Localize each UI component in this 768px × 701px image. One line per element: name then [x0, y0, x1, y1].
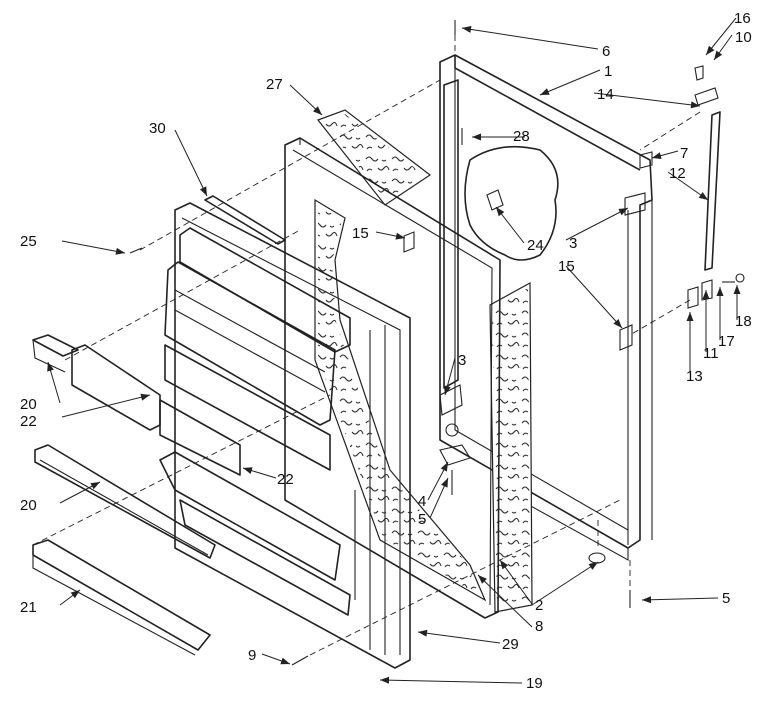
leader-arrowhead — [380, 676, 390, 684]
callout-11: 11 — [703, 345, 719, 362]
leader-arrowhead — [716, 287, 724, 296]
leader-line — [531, 561, 599, 606]
leader-arrowhead — [47, 362, 54, 372]
callout-28: 28 — [513, 128, 530, 145]
callout-22-left: 22 — [20, 413, 37, 430]
leader-arrowhead — [243, 467, 253, 474]
callout-1: 1 — [604, 63, 613, 80]
door-shelves — [32, 195, 286, 656]
callout-29: 29 — [502, 636, 519, 653]
callout-16: 16 — [734, 10, 751, 27]
leader-arrowhead — [690, 101, 700, 109]
callout-18: 18 — [735, 313, 752, 330]
callout-19: 19 — [526, 675, 543, 692]
leader-arrowhead — [462, 25, 472, 33]
leader-arrowhead — [443, 385, 451, 395]
callout-7: 7 — [680, 145, 689, 162]
leader-arrowhead — [698, 191, 708, 200]
leader-line — [417, 631, 501, 644]
leader-lines — [47, 17, 741, 684]
leader-arrowhead — [280, 657, 290, 665]
leader-arrowhead — [115, 247, 125, 255]
callout-12: 12 — [669, 165, 686, 182]
callout-5-bottom: 5 — [722, 590, 731, 607]
callout-3-center: 3 — [458, 352, 467, 369]
leader-line — [499, 559, 533, 605]
leader-line — [379, 679, 523, 684]
leader-arrowhead — [472, 133, 481, 141]
leader-arrowhead — [418, 629, 428, 637]
callout-21: 21 — [20, 599, 37, 616]
outer-door-panel — [439, 54, 653, 561]
leader-line — [565, 207, 629, 241]
leader-arrowhead — [90, 482, 100, 490]
door-liner — [159, 202, 411, 669]
leader-line — [461, 27, 599, 50]
callout-30: 30 — [149, 120, 166, 137]
leader-arrowhead — [706, 45, 715, 55]
leader-line — [539, 69, 601, 96]
callout-14: 14 — [597, 86, 614, 103]
leader-arrowhead — [395, 232, 405, 240]
leader-arrowhead — [613, 318, 622, 328]
leader-line — [61, 394, 151, 418]
hinge-rail — [439, 79, 471, 495]
leader-arrowhead — [140, 393, 150, 401]
cutaway-reveal — [464, 145, 559, 261]
callout-22-center: 22 — [277, 471, 294, 488]
callout-8: 8 — [535, 618, 544, 635]
callout-17: 17 — [718, 333, 735, 350]
leader-arrowhead — [496, 207, 505, 217]
leader-arrowhead — [588, 562, 598, 570]
leader-line — [593, 92, 701, 107]
hinge-assembly-right — [619, 65, 745, 351]
leader-arrowhead — [313, 106, 322, 115]
callout-3-right: 3 — [569, 235, 578, 252]
leader-line — [565, 265, 623, 329]
callout-27: 27 — [266, 76, 283, 93]
callout-9: 9 — [248, 647, 257, 664]
leader-arrowhead — [686, 312, 694, 321]
leader-line — [174, 129, 208, 197]
callout-13: 13 — [686, 368, 703, 385]
callout-15-right: 15 — [558, 258, 575, 275]
leader-line — [641, 597, 719, 601]
leader-arrowhead — [642, 596, 652, 604]
callout-4: 4 — [418, 493, 427, 510]
callout-6: 6 — [602, 43, 611, 60]
leader-line — [477, 574, 533, 628]
leader-arrowhead — [199, 186, 207, 196]
callout-15-center: 15 — [352, 225, 369, 242]
fasteners — [129, 20, 631, 666]
alignment-lines — [32, 35, 701, 656]
leader-arrowhead — [618, 208, 628, 216]
callout-24: 24 — [527, 237, 544, 254]
leader-arrowhead — [70, 590, 80, 599]
leader-arrowhead — [702, 290, 710, 299]
leader-arrowhead — [652, 152, 662, 160]
callout-5-center: 5 — [418, 511, 427, 528]
callout-25: 25 — [20, 233, 37, 250]
leader-arrowhead — [540, 88, 550, 95]
leader-arrowhead — [441, 478, 448, 488]
callout-10: 10 — [735, 29, 752, 46]
leader-arrowhead — [478, 575, 487, 584]
callout-20-lower: 20 — [20, 497, 37, 514]
leader-arrowhead — [440, 462, 448, 472]
leader-line — [61, 240, 126, 254]
leader-arrowhead — [714, 50, 723, 60]
callout-2: 2 — [535, 597, 544, 614]
leader-arrowhead — [733, 285, 741, 294]
gasket-frame — [284, 109, 501, 619]
leader-arrowhead — [500, 560, 509, 570]
insulation-slab-right — [489, 281, 533, 613]
callout-20-top: 20 — [20, 396, 37, 413]
